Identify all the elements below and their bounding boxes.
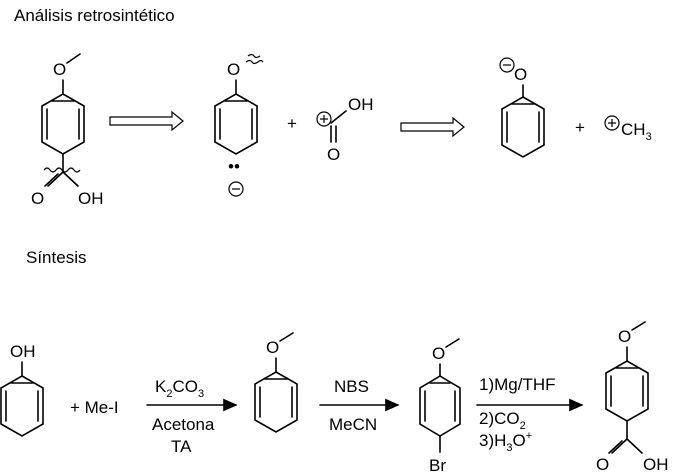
synth-bromine: Br [429, 456, 446, 475]
synth-bromoanisole: O Br [419, 338, 461, 475]
retro-phenoxide: O [499, 57, 545, 158]
retro-methyl-cation: CH3 [604, 115, 652, 143]
retro-target-hydroxyl: OH [78, 189, 104, 208]
disconnection-mark [43, 167, 81, 173]
retro-target-molecule: O O OH [31, 53, 104, 208]
synth-anisole-oxygen: O [266, 338, 279, 357]
retro-target-oxygen: O [53, 60, 66, 79]
negative-charge-icon [228, 181, 244, 197]
synthesis-heading: Síntesis [26, 248, 86, 267]
retrosynthesis-heading: Análisis retrosintético [14, 6, 175, 25]
retro-target-carbonyl-oxygen: O [31, 189, 44, 208]
lone-pair-dots: •• [228, 157, 240, 176]
step1-reagent-k2co3: K2CO3 [155, 377, 204, 400]
retro-cation-hydroxyl: OH [348, 95, 374, 114]
synth-product-oxygen: O [618, 327, 631, 346]
negative-charge-icon-2 [499, 57, 515, 73]
synth-bromoanisole-oxygen: O [432, 344, 445, 363]
synth-anisole: O [254, 332, 298, 433]
retro-phenoxide-oxygen: O [514, 65, 527, 84]
positive-charge-icon [316, 111, 332, 127]
step1-solvent: Acetona [152, 415, 215, 434]
retro-methyl-label: CH3 [621, 120, 652, 143]
retro-arrow-1 [109, 110, 184, 132]
wavy-bond-mark [245, 59, 264, 65]
positive-charge-icon-2 [604, 115, 620, 131]
step3-line3: 3)H3O+ [479, 430, 532, 454]
methyl-iodide-reagent: + Me-I [70, 398, 119, 417]
retro-arrow-2 [400, 116, 465, 138]
synth-phenol: OH [0, 342, 44, 437]
synth-product-carbonyl-oxygen: O [596, 455, 609, 474]
step3-line1: 1)Mg/THF [479, 375, 556, 394]
synth-product-hydroxyl: OH [643, 455, 669, 474]
retro-plus-2: + [575, 118, 585, 137]
step1-temperature: TA [171, 437, 192, 456]
step2-reagent: NBS [334, 377, 369, 396]
synth-product: O O OH [596, 321, 669, 474]
step2-solvent: MeCN [329, 415, 377, 434]
retro-plus-1: + [287, 114, 297, 133]
step3-line2: 2)CO2 [479, 409, 526, 432]
retro-synthon-oxygen: O [227, 60, 240, 79]
retro-synthon-anion: O •• [214, 53, 264, 197]
synth-phenol-oh: OH [10, 342, 36, 361]
retro-synthon-cation: OH O [316, 95, 374, 164]
retro-cation-oxygen: O [327, 145, 340, 164]
